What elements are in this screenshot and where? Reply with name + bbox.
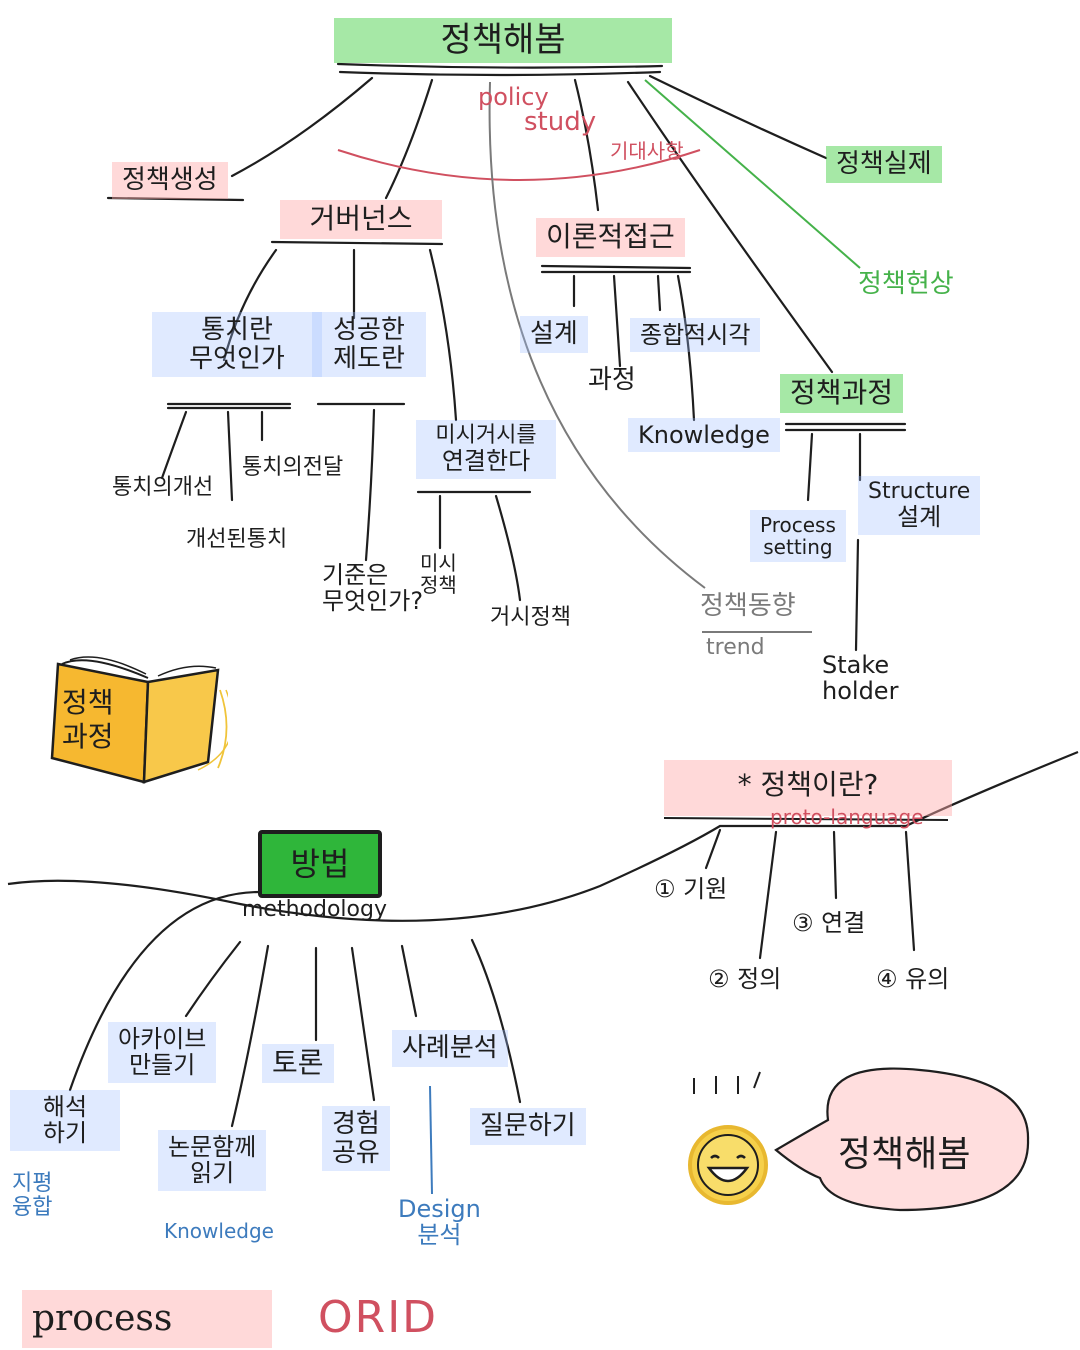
method-read: 논문함께 읽기 [158, 1130, 267, 1191]
gov-link-micro: 미시 정책 [420, 551, 457, 597]
theory-design: 설계 [520, 316, 588, 353]
method-read-note: Knowledge [164, 1219, 274, 1243]
method-interpret: 해석 하기 [10, 1090, 120, 1151]
policy-def-sub: proto-language [770, 805, 924, 829]
method-question: 질문하기 [470, 1108, 586, 1145]
method-title: 방법 [258, 830, 382, 898]
trend-sub: trend [706, 635, 765, 660]
process-stakeholder: Stake holder [822, 651, 899, 706]
method-share: 경험 공유 [322, 1106, 390, 1172]
expectation-label: 기대사항 [610, 139, 684, 163]
gov-institution-criteria: 기준은 무엇인가? [322, 561, 424, 616]
branch-creation: 정책생성 [112, 162, 228, 199]
theory-holistic: 종합적시각 [630, 318, 761, 353]
method-archive: 아카이브 만들기 [108, 1022, 217, 1083]
gov-institution-title: 성공한 제도란 [312, 312, 426, 378]
method-sub: methodology [242, 897, 387, 922]
policy-def-link: ③ 연결 [792, 909, 866, 937]
process-structure: Structure 설계 [858, 476, 981, 535]
governance-title: 거버넌스 [280, 200, 442, 239]
theory-knowledge: Knowledge [628, 418, 780, 453]
trend-title: 정책동향 [700, 591, 796, 621]
theory-title: 이론적접근 [536, 218, 685, 257]
process-setting: Process setting [750, 510, 846, 562]
root-title: 정책해봄 [334, 18, 672, 64]
root-sub-study: study [524, 107, 597, 137]
gov-link-title: 미시거시를 연결한다 [416, 420, 556, 479]
bottom-process: process [22, 1290, 272, 1348]
smiley-icon [688, 1125, 768, 1205]
method-interpret-note: 지평 융합 [12, 1171, 53, 1221]
policy-def-caution: ④ 유의 [876, 965, 950, 993]
case-connector [429, 1086, 433, 1195]
gov-rule-title: 통치란 무엇인가 [152, 312, 322, 378]
branch-practice: 정책실제 [826, 146, 942, 183]
speech-bubble-text: 정책해봄 [838, 1134, 971, 1175]
root-sub-policy: policy [478, 83, 549, 111]
method-case: 사례분석 [392, 1030, 508, 1067]
method-case-note: Design 분석 [398, 1195, 481, 1250]
gov-link-macro: 거시정책 [490, 605, 571, 630]
book-icon [50, 656, 228, 784]
theory-process: 과정 [588, 365, 636, 395]
gov-rule-deliver: 통치의전달 [242, 455, 344, 480]
gov-rule-improved: 개선된통치 [186, 527, 288, 552]
policy-def-title: * 정책이란? [664, 760, 952, 816]
gov-rule-improve: 통치의개선 [112, 475, 214, 500]
process-title: 정책과정 [780, 374, 904, 413]
method-debate: 토론 [262, 1044, 334, 1083]
policy-def-definition: ② 정의 [708, 965, 782, 993]
bottom-orid: ORID [318, 1292, 439, 1343]
policy-def-origin: ① 기원 [654, 875, 728, 903]
book-label: 정책 과정 [62, 686, 114, 753]
branch-phenomenon: 정책현상 [858, 269, 954, 299]
